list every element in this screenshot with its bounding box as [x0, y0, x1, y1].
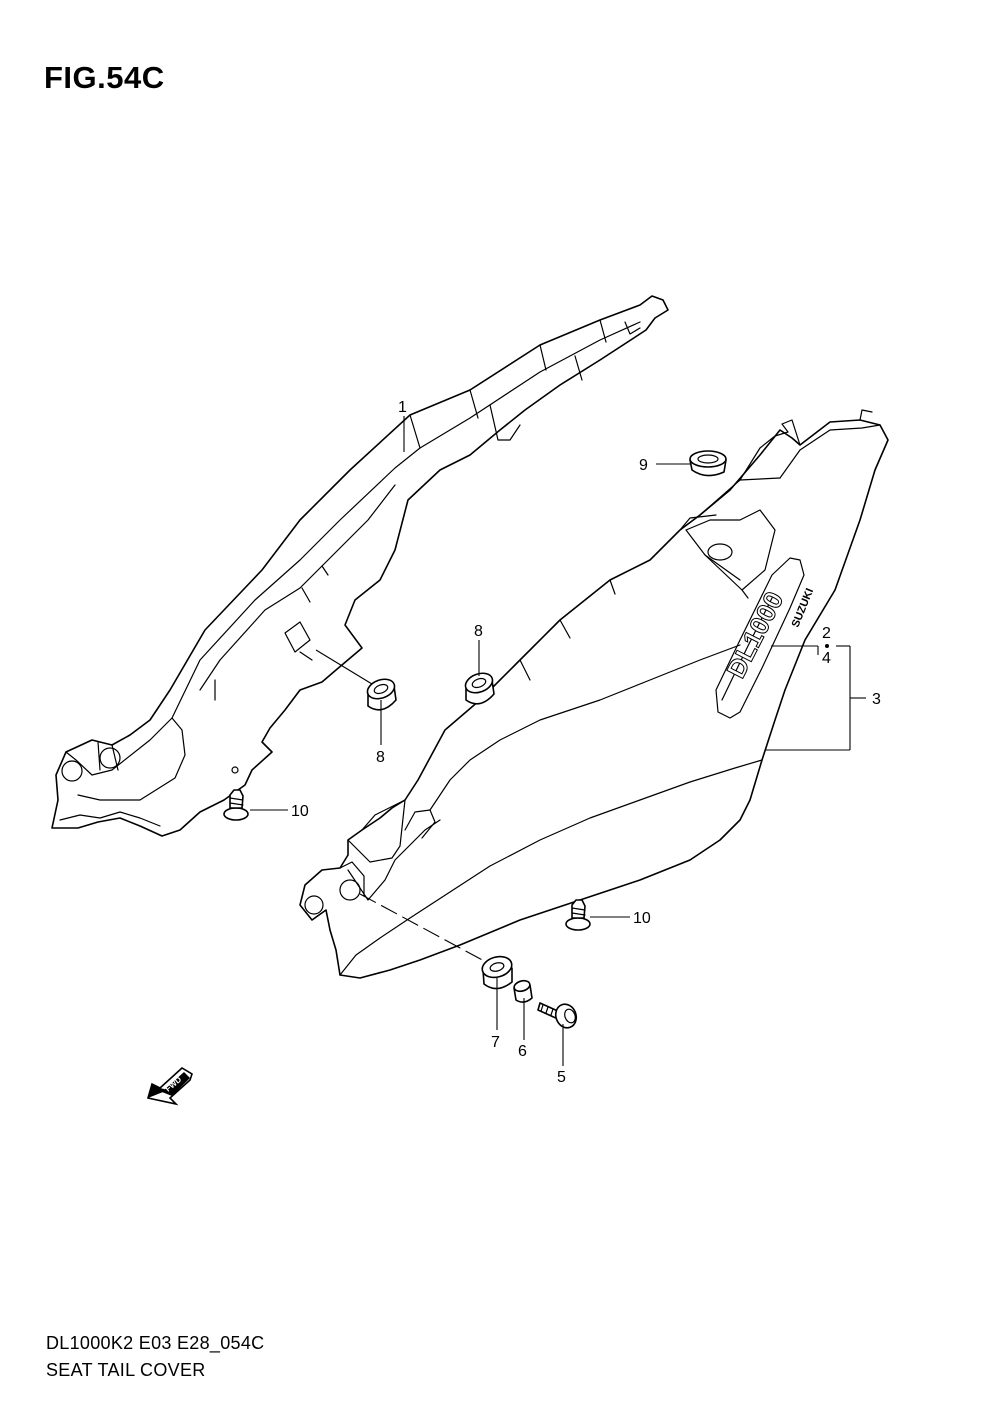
right-seat-tail-cover[interactable]: DL1000 SUZUKI: [299, 409, 889, 979]
model-code: DL1000K2 E03 E28_054C: [46, 1333, 265, 1353]
screw-5[interactable]: [537, 1001, 580, 1030]
callout-9: 9: [639, 457, 648, 474]
leader-lines: [250, 416, 866, 1066]
clip-10-left[interactable]: [223, 789, 249, 821]
callout-7: 7: [491, 1034, 500, 1051]
callout-4: 4: [822, 650, 831, 667]
callout-1: 1: [398, 399, 407, 416]
fwd-arrow-icon: FWD: [146, 1067, 193, 1106]
figure-title: FIG.54C: [44, 60, 165, 95]
callout-8-left: 8: [376, 749, 385, 766]
grommet-8-center[interactable]: [463, 670, 495, 705]
callout-5: 5: [557, 1069, 566, 1086]
callout-8-center: 8: [474, 623, 483, 640]
grommet-8-left[interactable]: [365, 676, 397, 711]
clip-10-right[interactable]: [565, 899, 591, 931]
collar-6[interactable]: [513, 979, 533, 1003]
figure-caption: SEAT TAIL COVER: [46, 1360, 206, 1380]
grommet-9[interactable]: [689, 450, 727, 477]
callout-10-left: 10: [291, 803, 309, 820]
callouts: 1 9 8 8 10 10 2 4 3 7 6 5: [291, 399, 881, 1086]
callout-3: 3: [872, 691, 881, 708]
callout-6: 6: [518, 1043, 527, 1060]
callout-10-right: 10: [633, 910, 651, 927]
callout-2: 2: [822, 625, 831, 642]
